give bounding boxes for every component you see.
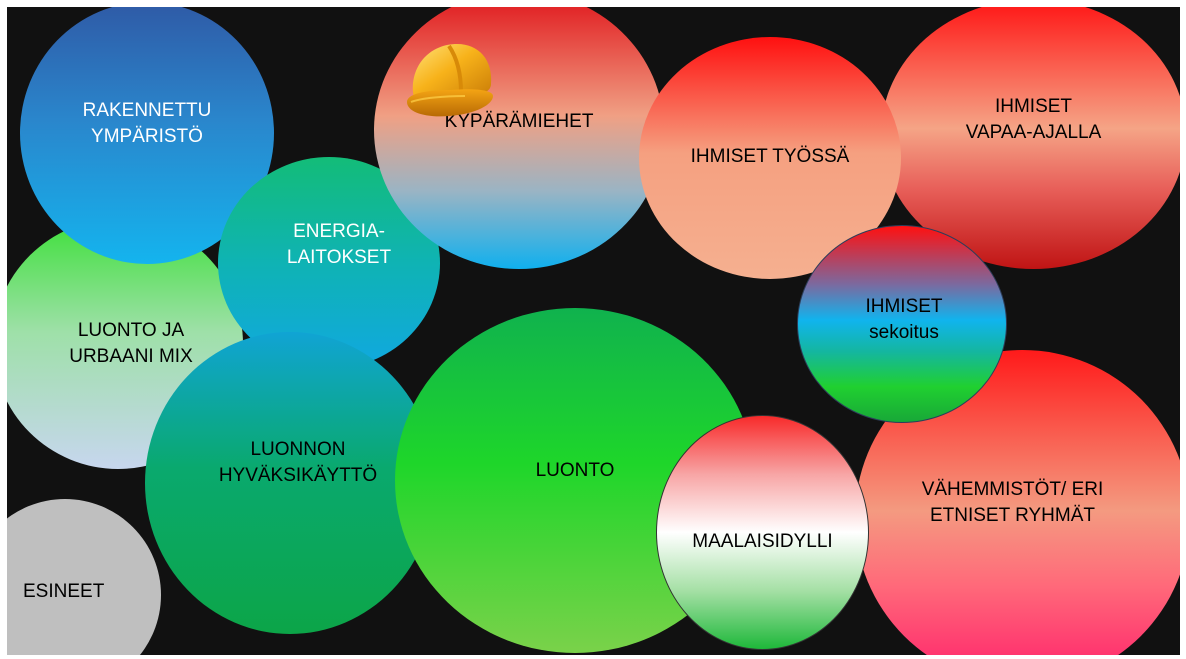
bubble-diagram: LUONTO JA URBAANI MIX ESINEET RAKENNETTU…: [7, 7, 1180, 655]
bubble-ihmiset-sekoitus: IHMISET sekoitus: [797, 225, 1007, 423]
label-line-1: ESINEET: [23, 581, 105, 602]
bubble-luonnon-hyvaksikaytto: LUONNON HYVÄKSIKÄYTTÖ: [145, 332, 435, 634]
bubble-label: LUONTO: [536, 458, 615, 484]
label-line-1: IHMISET: [994, 96, 1073, 118]
bubble-label: ESINEET: [23, 579, 104, 605]
label-line-1: KYPÄRÄMIEHET: [444, 111, 594, 133]
label-line-1: IHMISET: [865, 296, 943, 318]
bubble-label: LUONTO JA URBAANI MIX: [69, 318, 193, 369]
label-line-2: URBAANI MIX: [69, 346, 193, 367]
label-line-1: LUONTO: [535, 459, 615, 481]
bubble-label: IHMISET VAPAA-AJALLA: [966, 94, 1102, 145]
label-line-2: HYVÄKSIKÄYTTÖ: [218, 465, 378, 486]
bubble-label: IHMISET sekoitus: [865, 294, 942, 345]
bubble-maalaisidylli: MAALAISIDYLLI: [656, 415, 869, 650]
bubble-label: KYPÄRÄMIEHET: [445, 109, 594, 135]
bubble-label: MAALAISIDYLLI: [692, 529, 832, 555]
label-line-1: MAALAISIDYLLI: [692, 530, 833, 552]
bubble-label: IHMISET TYÖSSÄ: [691, 144, 850, 170]
label-line-2: ETNISET RYHMÄT: [929, 504, 1096, 526]
label-line-1: LUONTO JA: [77, 320, 185, 342]
label-line-1: RAKENNETTU: [82, 100, 212, 122]
bubble-label: LUONNON HYVÄKSIKÄYTTÖ: [219, 437, 377, 488]
label-line-1: ENERGIA-: [293, 221, 385, 243]
bubble-label: RAKENNETTU YMPÄRISTÖ: [83, 98, 212, 149]
bubble-ihmiset-vapaa-ajalla: IHMISET VAPAA-AJALLA: [881, 7, 1180, 269]
bubble-label: VÄHEMMISTÖT/ ERI ETNISET RYHMÄT: [922, 477, 1104, 528]
label-line-1: IHMISET TYÖSSÄ: [690, 146, 850, 168]
bubble-label: ENERGIA- LAITOKSET: [287, 219, 391, 270]
bubble-esineet: ESINEET: [7, 499, 161, 655]
label-line-2: LAITOKSET: [286, 247, 392, 268]
bubble-kyparamiehet: KYPÄRÄMIEHET: [374, 7, 664, 269]
bubble-vahemmistot: VÄHEMMISTÖT/ ERI ETNISET RYHMÄT: [855, 350, 1180, 655]
label-line-1: LUONNON: [250, 439, 346, 461]
label-line-1: VÄHEMMISTÖT/ ERI: [921, 478, 1104, 500]
label-line-2: VAPAA-AJALLA: [965, 122, 1102, 143]
label-line-2: sekoitus: [869, 322, 939, 343]
label-line-2: YMPÄRISTÖ: [91, 126, 203, 147]
hard-hat-icon: [407, 44, 493, 117]
